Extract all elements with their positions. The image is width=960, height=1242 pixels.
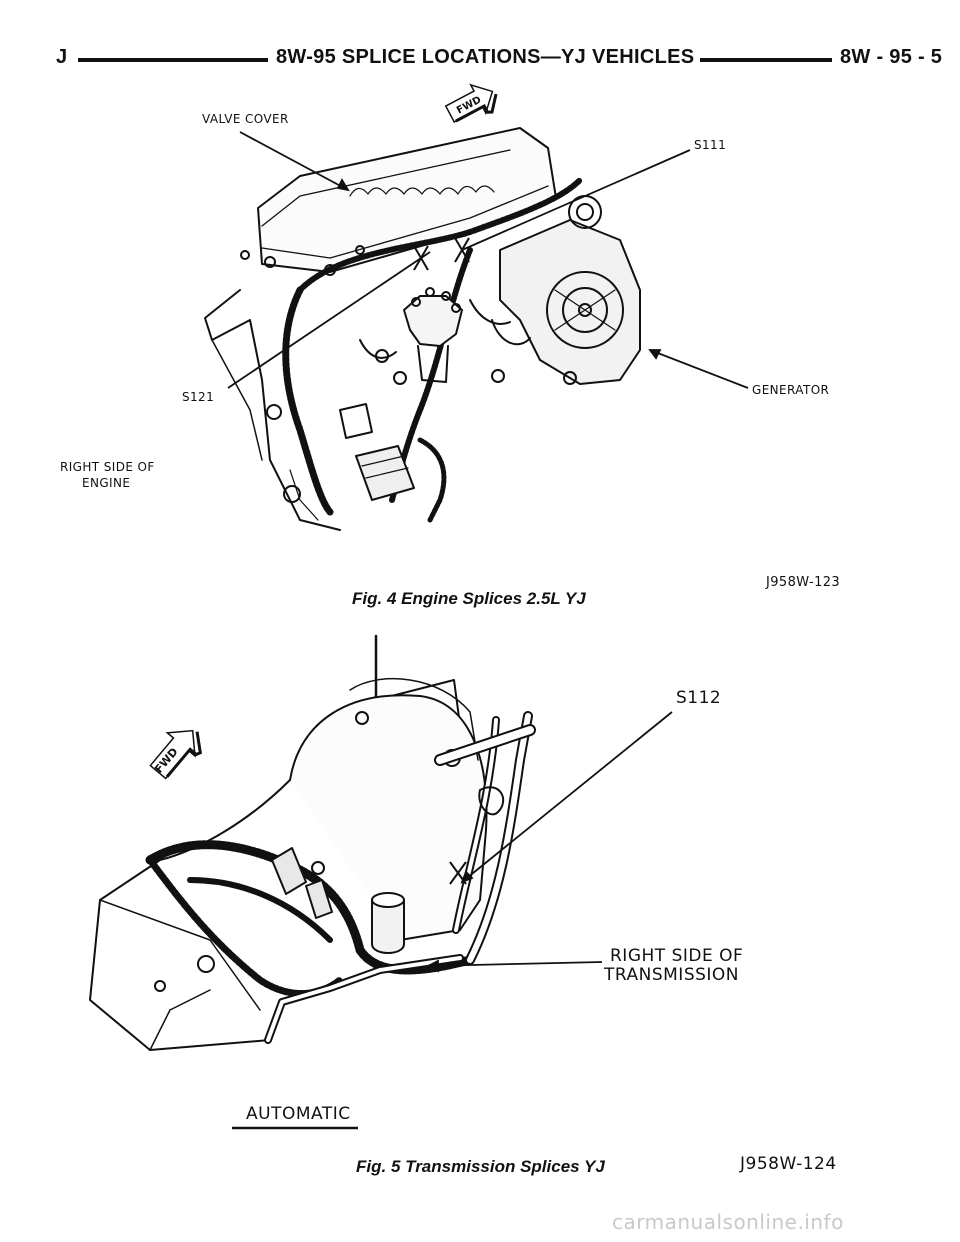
label-right-side-engine-1: RIGHT SIDE OF <box>60 460 155 474</box>
label-right-side-engine-2: ENGINE <box>82 476 131 490</box>
transmission-illustration <box>89 634 673 1130</box>
engine-block-outline <box>204 289 341 531</box>
figure5-ref: J958W-124 <box>740 1154 837 1174</box>
label-s121: S121 <box>182 390 215 404</box>
label-right-side-trans-1: RIGHT SIDE OF <box>610 946 744 966</box>
header-rule-left <box>78 58 268 62</box>
header-rule-right <box>596 58 832 62</box>
watermark: carmanualsonline.info <box>612 1210 844 1234</box>
s111-leader <box>461 149 691 251</box>
page-header: J 8W-95 SPLICE LOCATIONS—YJ VEHICLES 8W … <box>56 44 943 74</box>
engine-illustration <box>204 83 749 531</box>
s121-leader <box>227 251 431 389</box>
header-title: 8W-95 SPLICE LOCATIONS—YJ VEHICLES <box>270 46 701 69</box>
figure4-ref: J958W-123 <box>766 575 841 590</box>
generator-leader <box>649 349 749 389</box>
label-s111: S111 <box>694 138 727 152</box>
fwd-arrow-fig4 <box>444 83 498 123</box>
figure5-caption: Fig. 5 Transmission Splices YJ <box>356 1157 605 1176</box>
header-section-letter: J <box>56 46 68 69</box>
fwd-arrow-fig5 <box>149 729 202 780</box>
distributor-cap <box>403 295 463 347</box>
figure4-caption: Fig. 4 Engine Splices 2.5L YJ <box>352 589 586 608</box>
label-valve-cover: VALVE COVER <box>202 112 289 126</box>
harness-loop <box>145 840 475 975</box>
right-side-trans-leader <box>427 961 603 967</box>
label-generator: GENERATOR <box>752 383 830 397</box>
header-page-number: 8W - 95 - 5 <box>836 46 943 69</box>
label-right-side-trans-2: TRANSMISSION <box>604 965 740 985</box>
valve-cover-leader <box>239 131 349 191</box>
s112-leader <box>461 711 673 883</box>
label-automatic: AUTOMATIC <box>246 1104 351 1124</box>
label-s112: S112 <box>676 688 722 708</box>
